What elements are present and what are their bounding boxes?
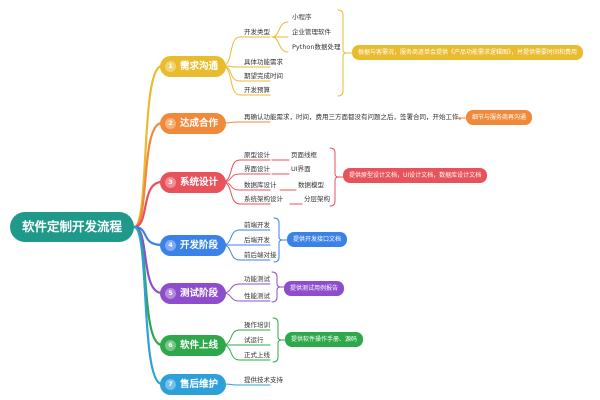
stage-node-7[interactable]: 7 售后维护 (160, 374, 227, 395)
leaf-dev-type: 开发类型 (244, 28, 270, 36)
stage-label: 开发阶段 (180, 240, 219, 251)
leaf-trial-run: 试运行 (244, 336, 264, 344)
stage-node-6[interactable]: 6 软件上线 (160, 335, 227, 356)
stage-label: 系统设计 (180, 177, 219, 188)
subleaf-line (271, 21, 289, 38)
subleaf-line (271, 36, 289, 53)
stage-label: 售后维护 (180, 379, 219, 390)
subleaf-layered-arch: 分层架构 (304, 195, 330, 203)
leaf-go-live: 正式上线 (244, 351, 270, 359)
leaf-db-design: 数据库设计 (244, 181, 277, 189)
root-branch-line (132, 225, 164, 295)
leaf-func-test: 功能测试 (244, 275, 270, 283)
stage-number-badge: 3 (165, 177, 176, 188)
leaf-arch-design: 系统架构设计 (244, 195, 283, 203)
stage-node-4[interactable]: 4 开发阶段 (160, 235, 227, 256)
stage-label: 需求沟通 (180, 61, 219, 72)
subleaf-wireframe: 页面线框 (291, 151, 317, 159)
leaf-training: 操作培训 (244, 321, 270, 329)
subleaf-enterprise-software: 企业管理软件 (292, 28, 331, 36)
leaf-func-req: 具体功能需求 (244, 58, 283, 66)
stage-label: 测试阶段 (180, 288, 219, 299)
stage-number-badge: 2 (165, 118, 176, 129)
stage-number-badge: 5 (165, 288, 176, 299)
leaf-ui-design: 界面设计 (244, 165, 270, 173)
subleaf-ui-screen: UI界面 (291, 165, 311, 173)
leaf-budget: 开发预算 (244, 86, 270, 94)
subleaf-python: Python数据处理 (292, 43, 341, 51)
note-stage-1: 根据与客需况，服务商逐单会提供《产品功能需求逻辑图》，并提供需要时间和费用 (352, 45, 584, 60)
note-stage-2: 细节与服务商再沟通 (466, 110, 533, 125)
root-branch-line (132, 225, 164, 386)
note-stage-6: 提供软件操作手册、源码 (285, 332, 364, 347)
stage-number-badge: 6 (165, 340, 176, 351)
stage-node-1[interactable]: 1 需求沟通 (160, 56, 227, 77)
leaf-backend: 后端开发 (244, 236, 270, 244)
note-stage-4: 提供开发接口文档 (287, 232, 348, 247)
note-stage-5: 提供测试用例报告 (284, 281, 345, 296)
group-bracket (271, 271, 282, 303)
leaf-tech-support: 提供技术支持 (244, 376, 283, 384)
group-bracket (329, 147, 340, 207)
root-node[interactable]: 软件定制开发流程 (10, 212, 134, 242)
stage-number-badge: 7 (165, 379, 176, 390)
stage-node-3[interactable]: 3 系统设计 (160, 172, 227, 193)
stage-number-badge: 4 (165, 240, 176, 251)
stage-label: 软件上线 (180, 340, 219, 351)
subleaf-data-model: 数据模型 (298, 181, 324, 189)
leaf-perf-test: 性能测试 (244, 292, 270, 300)
stage-node-5[interactable]: 5 测试阶段 (160, 283, 227, 304)
leaf-integration: 前后端对接 (244, 251, 277, 259)
stage-label: 达成合作 (180, 118, 219, 129)
stage-leaf-line (221, 121, 271, 124)
group-bracket (272, 317, 283, 363)
leaf-expect-time: 期望完成时间 (244, 72, 283, 80)
root-branch-line (132, 180, 164, 229)
note-stage-3: 提供原型设计文档，UI设计文档，数据库设计文档 (343, 168, 488, 183)
subleaf-miniprogram: 小程序 (292, 13, 312, 21)
stage-node-2[interactable]: 2 达成合作 (160, 113, 227, 134)
stage-number-badge: 1 (165, 61, 176, 72)
leaf-prototype-design: 原型设计 (244, 151, 270, 159)
root-branch-line (132, 121, 164, 229)
leaf-cooperation-desc: 再确认功能需求，时间，费用三方面都没有问题之后，签署合同，开始工作。 (244, 113, 465, 121)
group-bracket (337, 9, 348, 97)
leaf-frontend: 前端开发 (244, 221, 270, 229)
root-branch-line (132, 64, 164, 229)
